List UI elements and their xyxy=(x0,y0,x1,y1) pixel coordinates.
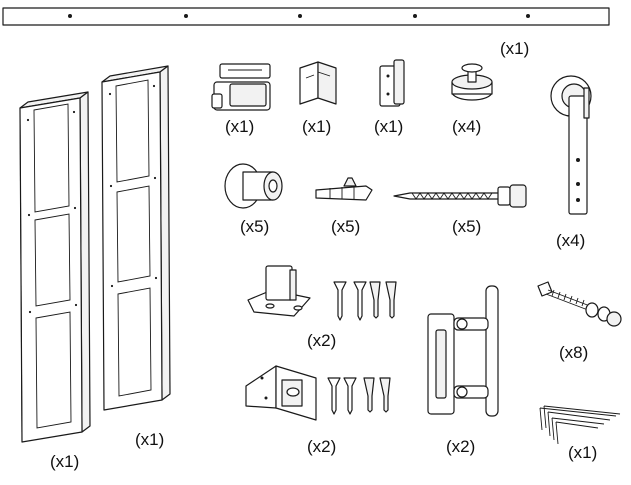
hanger-qty: (x4) xyxy=(556,231,586,250)
screw-set-b xyxy=(327,377,391,415)
spacer xyxy=(224,163,283,209)
hex-keys-qty: (x1) xyxy=(568,443,598,462)
floor-guide-qty: (x2) xyxy=(307,331,337,350)
door-right-qty: (x1) xyxy=(135,430,165,449)
hanger-strap xyxy=(550,75,592,215)
anchor-qty: (x5) xyxy=(331,217,361,236)
floor-guide-alt xyxy=(245,365,317,421)
track-qty: (x1) xyxy=(500,39,530,58)
handle-qty: (x2) xyxy=(446,437,476,456)
door-panel-left xyxy=(19,91,91,443)
floor-guide-alt-qty: (x2) xyxy=(307,437,337,456)
stopper-b-qty: (x1) xyxy=(302,117,332,136)
lag-screw xyxy=(393,184,527,208)
stopper-a-qty: (x1) xyxy=(225,117,255,136)
stopper-c-qty: (x1) xyxy=(374,117,404,136)
wheel-stop xyxy=(451,63,493,101)
door-handle xyxy=(427,285,499,417)
bolt-set-qty: (x8) xyxy=(559,343,589,362)
stopper-a xyxy=(211,63,271,111)
door-panel-right xyxy=(101,65,171,411)
wheel-stop-qty: (x4) xyxy=(452,117,482,136)
door-left-qty: (x1) xyxy=(50,452,80,471)
floor-guide xyxy=(247,265,311,317)
wall-anchor xyxy=(315,177,373,201)
spacer-qty: (x5) xyxy=(240,217,270,236)
stopper-c xyxy=(379,59,405,107)
screw-set-a xyxy=(333,281,397,321)
stopper-b xyxy=(299,61,337,105)
lag-screw-qty: (x5) xyxy=(452,217,482,236)
bolt-set xyxy=(537,281,622,327)
hex-keys xyxy=(539,405,621,445)
track-rail xyxy=(2,7,610,26)
